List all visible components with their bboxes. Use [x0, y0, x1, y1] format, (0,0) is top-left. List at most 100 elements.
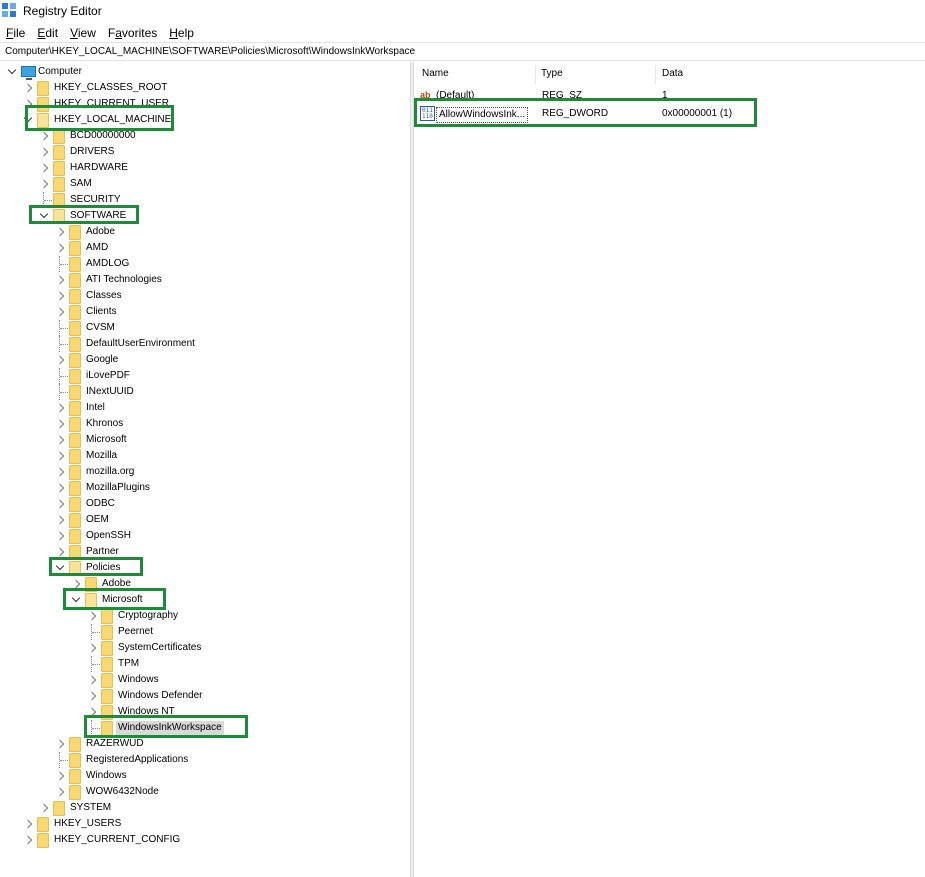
tree-node-label[interactable]: iLovePDF [86, 370, 130, 381]
chevron-right-icon[interactable] [54, 737, 66, 751]
tree-node-label[interactable]: MozillaPlugins [86, 482, 150, 493]
tree-node-label[interactable]: CVSM [86, 322, 115, 333]
tree-node-label[interactable]: Adobe [102, 578, 131, 589]
tree-node-label[interactable]: Khronos [86, 418, 124, 429]
tree-node-label[interactable]: Mozilla [86, 450, 118, 461]
chevron-right-icon[interactable] [54, 513, 66, 527]
tree-node-label[interactable]: SOFTWARE [70, 210, 127, 221]
tree-node-label[interactable]: Windows [86, 770, 127, 781]
chevron-right-icon[interactable] [38, 129, 50, 143]
menu-item[interactable]: Help [169, 26, 194, 40]
tree-node-label[interactable]: Windows NT [118, 706, 175, 717]
column-header-name[interactable]: Name [422, 68, 449, 79]
tree-node[interactable]: Classes [0, 288, 410, 304]
tree-node[interactable]: Khronos [0, 416, 410, 432]
chevron-right-icon[interactable] [54, 481, 66, 495]
tree-node-label[interactable]: AMDLOG [86, 258, 130, 269]
menu-item[interactable]: Edit [37, 26, 59, 40]
tree-node-label[interactable]: HKEY_CURRENT_USER [54, 98, 170, 109]
chevron-right-icon[interactable] [54, 401, 66, 415]
chevron-right-icon[interactable] [86, 673, 98, 687]
tree-node[interactable]: Google [0, 352, 410, 368]
tree-node[interactable]: HKEY_CURRENT_USER [0, 96, 410, 112]
tree-node-label[interactable]: Classes [86, 290, 122, 301]
chevron-right-icon[interactable] [38, 177, 50, 191]
tree-node-label[interactable]: DefaultUserEnvironment [86, 338, 195, 349]
column-header-data[interactable]: Data [662, 68, 684, 79]
tree-node[interactable]: WOW6432Node [0, 784, 410, 800]
chevron-right-icon[interactable] [54, 433, 66, 447]
tree-node[interactable]: Microsoft [0, 592, 410, 608]
tree-node[interactable]: SOFTWARE [0, 208, 410, 224]
tree-node[interactable]: WindowsInkWorkspace [0, 720, 410, 736]
chevron-right-icon[interactable] [22, 833, 34, 847]
tree-node[interactable]: AMDLOG [0, 256, 410, 272]
tree-node-label[interactable]: SystemCertificates [118, 642, 202, 653]
address-bar[interactable]: Computer\HKEY_LOCAL_MACHINE\SOFTWARE\Pol… [0, 42, 925, 61]
tree-node[interactable]: HKEY_LOCAL_MACHINE [0, 112, 410, 128]
chevron-right-icon[interactable] [22, 817, 34, 831]
chevron-right-icon[interactable] [54, 449, 66, 463]
tree-node[interactable]: mozilla.org [0, 464, 410, 480]
tree-node-label[interactable]: INextUUID [86, 386, 134, 397]
tree-node[interactable]: HARDWARE [0, 160, 410, 176]
tree-node[interactable]: Windows Defender [0, 688, 410, 704]
tree-node[interactable]: RegisteredApplications [0, 752, 410, 768]
tree-node-label[interactable]: DRIVERS [70, 146, 115, 157]
tree-node-label[interactable]: HKEY_CLASSES_ROOT [54, 82, 168, 93]
tree-node-label[interactable]: Partner [86, 546, 119, 557]
tree-node-label[interactable]: WOW6432Node [86, 786, 159, 797]
chevron-right-icon[interactable] [54, 353, 66, 367]
menu-item[interactable]: Favorites [107, 26, 158, 40]
tree-node[interactable]: SYSTEM [0, 800, 410, 816]
chevron-right-icon[interactable] [54, 529, 66, 543]
tree-node-label[interactable]: WindowsInkWorkspace [116, 721, 224, 735]
chevron-right-icon[interactable] [54, 305, 66, 319]
tree-node-label[interactable]: Adobe [86, 226, 115, 237]
chevron-right-icon[interactable] [54, 241, 66, 255]
tree-node-label[interactable]: BCD00000000 [70, 130, 136, 141]
pane-splitter[interactable] [410, 62, 414, 877]
tree-node[interactable]: MozillaPlugins [0, 480, 410, 496]
tree-node-label[interactable]: mozilla.org [86, 466, 135, 477]
tree-node-label[interactable]: SECURITY [70, 194, 121, 205]
value-name[interactable]: (Default) [436, 90, 475, 101]
chevron-right-icon[interactable] [54, 769, 66, 783]
tree-node[interactable]: Policies [0, 560, 410, 576]
chevron-right-icon[interactable] [22, 81, 34, 95]
chevron-down-icon[interactable] [22, 113, 34, 127]
chevron-right-icon[interactable] [86, 705, 98, 719]
tree-node[interactable]: BCD00000000 [0, 128, 410, 144]
tree-node-label[interactable]: HKEY_LOCAL_MACHINE [54, 114, 172, 125]
chevron-right-icon[interactable] [54, 497, 66, 511]
tree-node-label[interactable]: RAZERWUD [86, 738, 144, 749]
tree-node-label[interactable]: Clients [86, 306, 117, 317]
chevron-down-icon[interactable] [54, 561, 66, 575]
chevron-down-icon[interactable] [6, 65, 18, 79]
menu-item[interactable]: File [6, 26, 26, 40]
tree-node[interactable]: HKEY_USERS [0, 816, 410, 832]
tree-node[interactable]: Clients [0, 304, 410, 320]
tree-node[interactable]: AMD [0, 240, 410, 256]
chevron-right-icon[interactable] [38, 801, 50, 815]
tree-node-label[interactable]: AMD [86, 242, 109, 253]
tree-node-label[interactable]: Microsoft [86, 434, 127, 445]
tree-node[interactable]: OpenSSH [0, 528, 410, 544]
tree-node[interactable]: Intel [0, 400, 410, 416]
chevron-down-icon[interactable] [38, 209, 50, 223]
tree-node-label[interactable]: Cryptography [118, 610, 179, 621]
tree-node[interactable]: INextUUID [0, 384, 410, 400]
column-header-type[interactable]: Type [541, 68, 563, 79]
tree-node[interactable]: ATI Technologies [0, 272, 410, 288]
tree-node-label[interactable]: Peernet [118, 626, 154, 637]
chevron-right-icon[interactable] [54, 289, 66, 303]
tree-node[interactable]: Windows [0, 768, 410, 784]
tree-node[interactable]: Adobe [0, 224, 410, 240]
tree-node[interactable]: Windows NT [0, 704, 410, 720]
tree-node-label[interactable]: ATI Technologies [86, 274, 162, 285]
chevron-right-icon[interactable] [54, 273, 66, 287]
tree-node[interactable]: iLovePDF [0, 368, 410, 384]
